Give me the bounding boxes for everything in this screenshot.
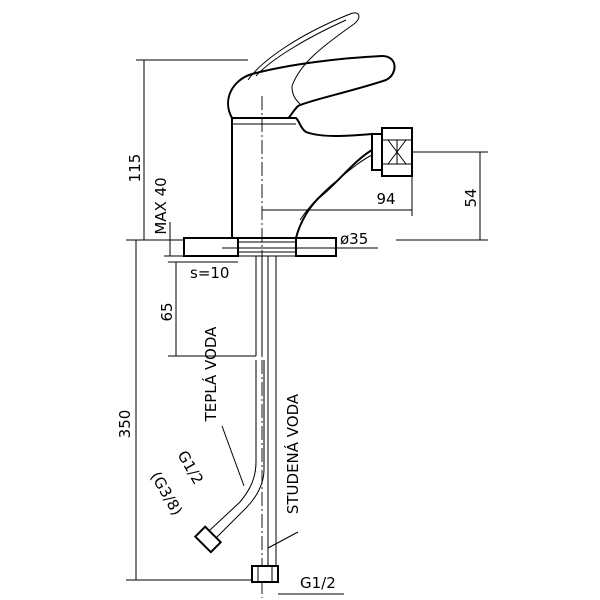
label-thread-hot: G1/2 xyxy=(174,448,207,488)
label-hot-water: TEPLÁ VODA xyxy=(201,326,220,423)
spout-nozzle xyxy=(371,127,432,177)
dim-hose-length: 350 xyxy=(116,410,134,439)
dim-hole-diameter: ø35 xyxy=(340,230,368,248)
label-cold-water: STUDENÁ VODA xyxy=(283,393,302,514)
dim-spout-reach: 94 xyxy=(376,190,395,208)
cold-water-hose xyxy=(251,256,279,583)
dim-height-total: 115 xyxy=(126,154,144,183)
dimension-lines xyxy=(126,59,488,595)
dimension-texts: 115 MAX 40 94 54 ø35 s=10 65 350 xyxy=(116,154,480,439)
mounting-plate xyxy=(183,237,337,257)
dim-spout-height: 54 xyxy=(462,188,480,207)
lever-handle xyxy=(227,12,396,122)
hot-water-hose xyxy=(193,256,265,554)
label-thread-hot-alt: (G3/8) xyxy=(147,468,186,518)
label-thread-cold: G1/2 xyxy=(300,574,336,592)
dim-max-thickness: MAX 40 xyxy=(152,177,170,234)
faucet-body xyxy=(231,117,373,239)
dim-hose-insert: 65 xyxy=(158,302,176,321)
dim-washer-thickness: s=10 xyxy=(190,264,229,282)
labels: TEPLÁ VODA STUDENÁ VODA G1/2 (G3/8) G1/2 xyxy=(147,326,336,592)
